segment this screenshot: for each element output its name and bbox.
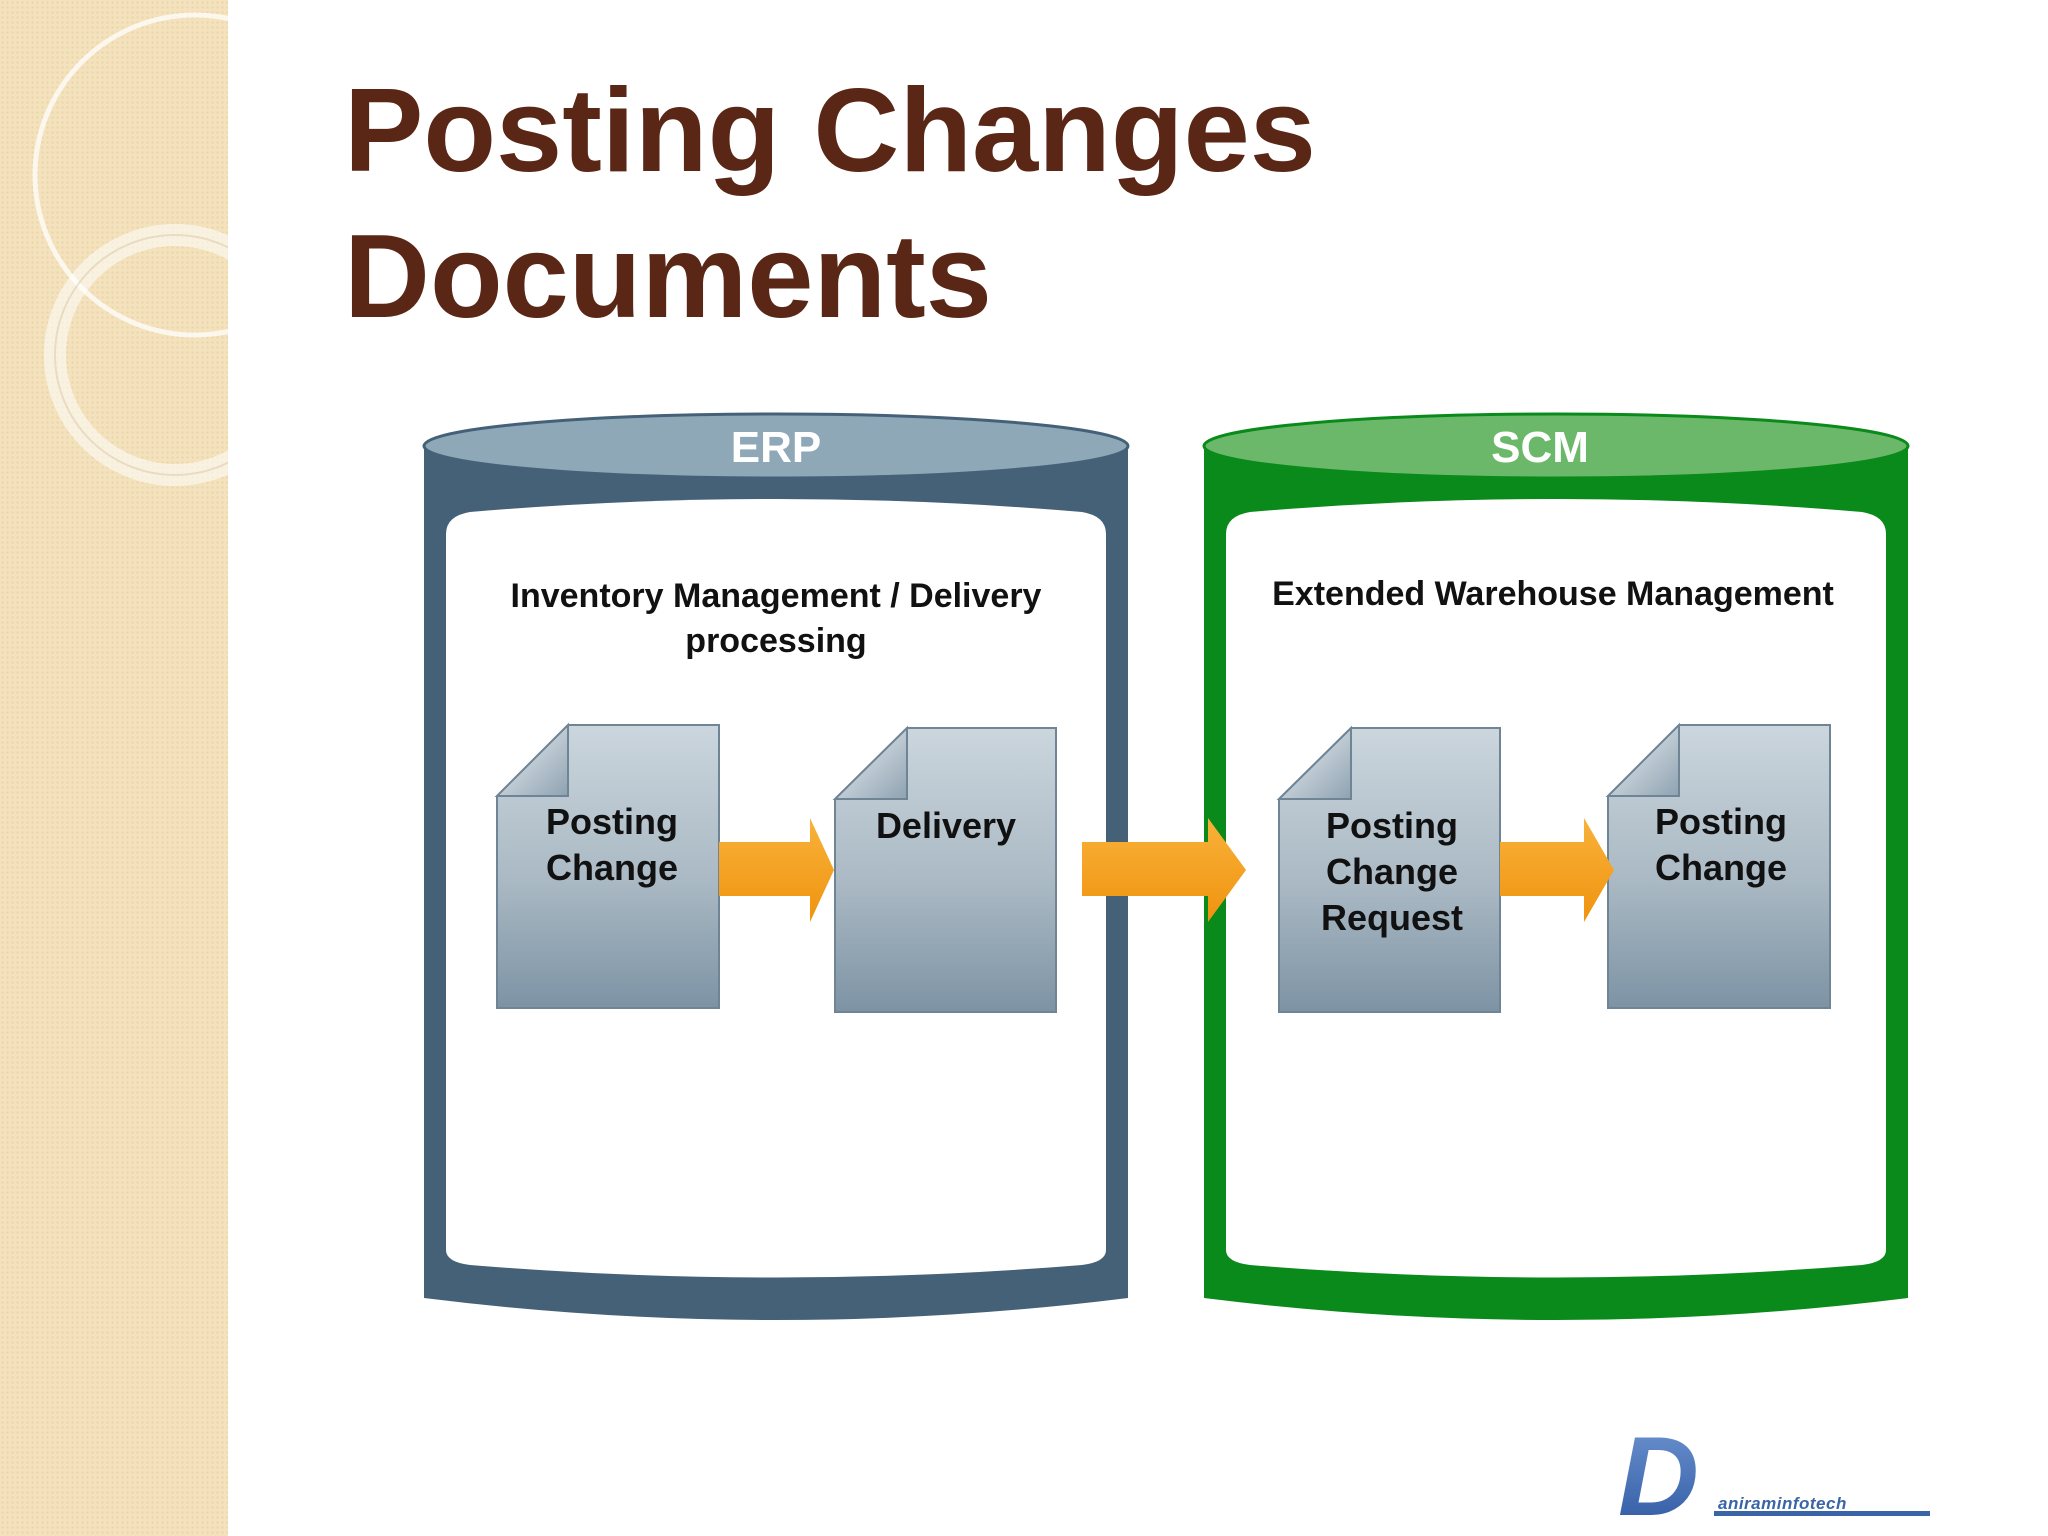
document-label-line: Posting [546, 801, 678, 842]
document-label-line: Change [1655, 847, 1787, 888]
erp-cylinder: ERP Inventory Management / Delivery proc… [422, 412, 1130, 1320]
document-label-line: Change [546, 847, 678, 888]
slide-title: Posting Changes Documents [344, 58, 1744, 350]
logo-letter: D [1618, 1425, 1699, 1520]
logo-text: aniraminfotech [1718, 1494, 1847, 1513]
scm-module-label: Extended Warehouse Management [1272, 575, 1834, 613]
document-label-line: Request [1321, 897, 1463, 938]
document-label-line: Change [1326, 851, 1458, 892]
decorative-side-strip [0, 0, 228, 1536]
document-icon: Posting Change Request [1276, 725, 1501, 1013]
slide-title-line-1: Posting Changes [344, 64, 1316, 197]
erp-module-label-line-1: Inventory Management / Delivery [511, 577, 1042, 615]
document-label-line: Delivery [876, 805, 1016, 846]
erp-label: ERP [731, 423, 821, 472]
arrow-right-icon [1082, 818, 1246, 922]
document-icon: Posting Change [1605, 722, 1831, 1009]
logo-mark: D [1618, 1414, 1930, 1536]
arrow-right-icon [1500, 818, 1614, 922]
erp-cylinder-top [422, 412, 1130, 480]
arrow-right-icon [719, 818, 834, 922]
document-icon: Delivery [832, 725, 1057, 1013]
company-logo: D aniraminfotech [1610, 1414, 1930, 1536]
document-label-line: Posting [1326, 805, 1458, 846]
decorative-circles [32, 12, 228, 486]
document-icon: Posting Change [494, 722, 720, 1009]
scm-label: SCM [1491, 423, 1589, 472]
slide-title-line-2: Documents [344, 210, 992, 343]
erp-module-label-line-2: processing [685, 622, 866, 660]
document-label-line: Posting [1655, 801, 1787, 842]
scm-cylinder-top [1202, 412, 1910, 480]
